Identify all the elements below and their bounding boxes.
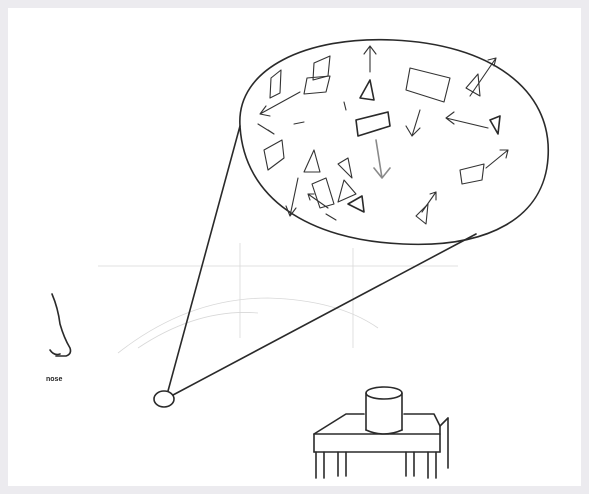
faint-background-marks <box>98 243 458 353</box>
molecule-triangle <box>348 196 364 212</box>
molecule-quad <box>356 112 390 136</box>
molecule-triangle <box>360 80 374 100</box>
cone-line-left <box>168 126 240 391</box>
molecule-arrow <box>486 150 508 168</box>
molecule-arrow <box>446 112 488 128</box>
molecule-dash <box>326 214 336 220</box>
cup <box>366 387 402 434</box>
odor-diagram: nose <box>8 8 581 486</box>
table <box>314 414 448 478</box>
molecule-arrow <box>422 192 436 212</box>
molecule-triangle <box>338 158 352 178</box>
diagram-sheet: nose <box>8 8 581 486</box>
molecule-arrow <box>308 194 328 208</box>
molecule-dash <box>344 102 346 110</box>
molecule-arrow <box>364 46 376 72</box>
molecule-triangle <box>416 204 428 224</box>
molecule-arrow <box>258 124 274 134</box>
magnification-bubble <box>240 40 548 245</box>
molecule-arrow <box>406 110 420 136</box>
molecule-triangle <box>338 180 356 202</box>
molecule-quad <box>312 178 334 208</box>
molecule-triangle <box>490 116 500 134</box>
molecule-arrow <box>374 140 390 178</box>
molecule-quad <box>406 68 450 102</box>
molecule-arrow <box>260 92 300 116</box>
molecule-arrow <box>286 178 298 216</box>
molecule-quad <box>270 70 281 98</box>
odor-source-spot <box>154 391 174 407</box>
nose-sketch: nose <box>46 294 71 383</box>
molecule-triangle <box>304 150 320 172</box>
molecule-quad <box>460 164 484 184</box>
molecule-quad <box>264 140 284 170</box>
molecule-arrow <box>470 58 496 96</box>
odor-molecules <box>258 46 508 224</box>
nose-label: nose <box>46 376 62 383</box>
molecule-dash <box>294 122 304 124</box>
